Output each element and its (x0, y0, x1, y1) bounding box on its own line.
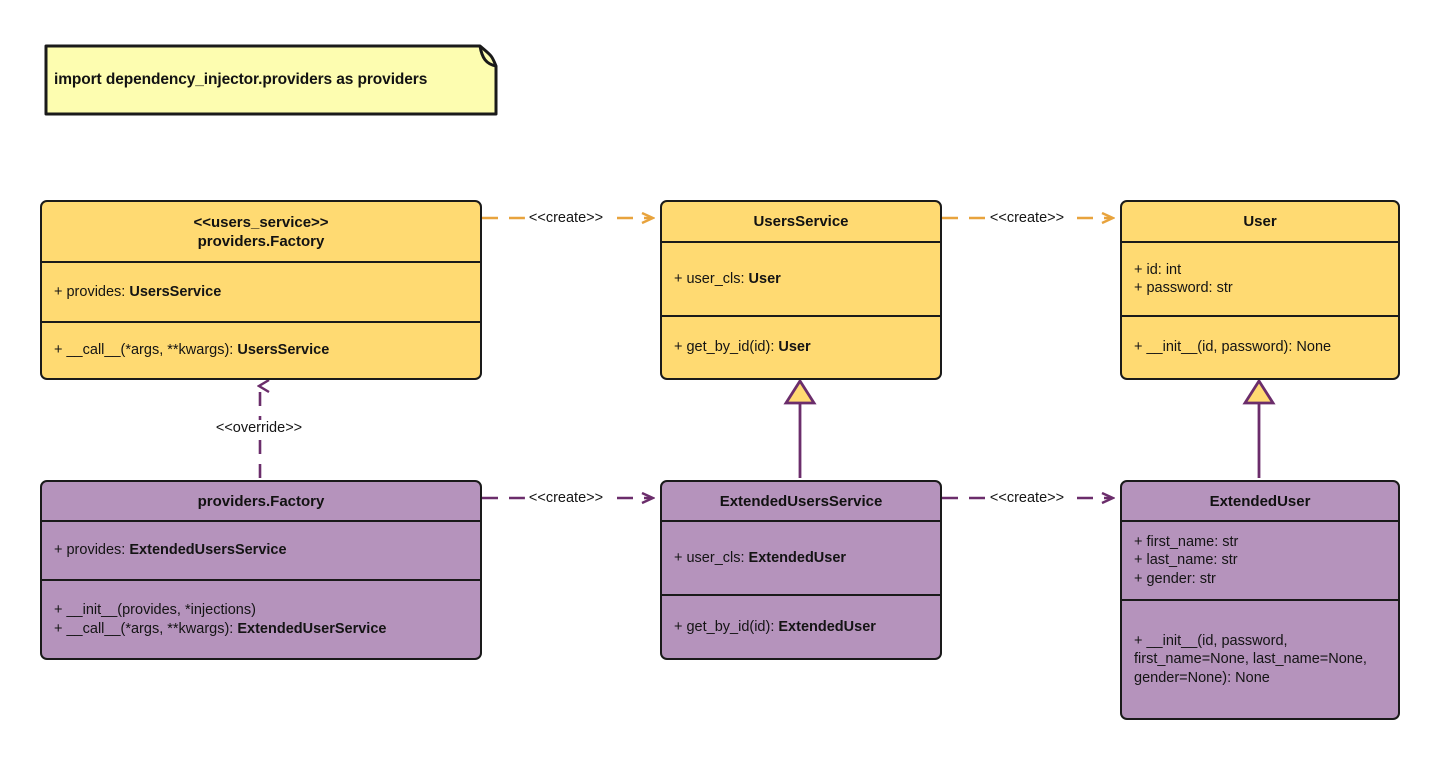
method-row: + get_by_id(id): ExtendedUser (674, 618, 928, 637)
attribute-type: UsersService (129, 283, 222, 300)
class-users-service-factory[interactable]: <<users_service>> providers.Factory + pr… (40, 200, 482, 380)
attribute-type: ExtendedUsersService (129, 542, 287, 559)
class-name: ExtendedUser (1209, 492, 1311, 510)
class-header: <<users_service>> providers.Factory (42, 202, 480, 261)
note-text: import dependency_injector.providers as … (54, 71, 428, 88)
class-header: User (1122, 202, 1398, 241)
attribute-text: + provides: (54, 283, 130, 300)
class-extended-user[interactable]: ExtendedUser + first_name: str + last_na… (1120, 480, 1400, 720)
edge-generalization-user (1242, 378, 1276, 478)
attribute-row: + provides: ExtendedUsersService (54, 541, 468, 560)
attribute-type: ExtendedUser (748, 549, 847, 566)
class-extended-users-service[interactable]: ExtendedUsersService + user_cls: Extende… (660, 480, 942, 660)
class-attributes: + provides: ExtendedUsersService (42, 520, 480, 579)
method-row: + __call__(*args, **kwargs): UsersServic… (54, 341, 468, 360)
class-methods: + __init__(id, password, first_name=None… (1122, 599, 1398, 718)
class-stereotype: <<users_service>> (193, 213, 329, 231)
class-attributes: + first_name: str + last_name: str + gen… (1122, 520, 1398, 599)
attribute-row: + last_name: str (1134, 552, 1238, 569)
class-name: providers.Factory (197, 492, 325, 510)
attribute-type: User (748, 270, 781, 287)
method-row: + __init__(provides, *injections) (54, 602, 256, 618)
method-row: + __init__(id, password): None (1134, 339, 1332, 356)
class-header: providers.Factory (42, 482, 480, 520)
edge-label-create-bottom-right: <<create>> (985, 490, 1069, 506)
edge-label-override: <<override>> (211, 420, 307, 436)
attribute-text: + user_cls: (674, 270, 749, 287)
class-users-service[interactable]: UsersService + user_cls: User + get_by_i… (660, 200, 942, 380)
edge-label-create-top-left: <<create>> (524, 210, 608, 226)
class-header: ExtendedUser (1122, 482, 1398, 520)
method-row: + __init__(id, password, first_name=None… (1134, 632, 1367, 686)
note-shape (44, 44, 498, 116)
class-methods: + get_by_id(id): User (662, 315, 940, 378)
class-header: UsersService (662, 202, 940, 241)
class-name: providers.Factory (197, 232, 325, 250)
class-methods: + get_by_id(id): ExtendedUser (662, 594, 940, 658)
class-user[interactable]: User + id: int + password: str + __init_… (1120, 200, 1400, 380)
class-attributes: + user_cls: User (662, 241, 940, 315)
class-name: ExtendedUsersService (719, 492, 883, 510)
attribute-row: + gender: str (1134, 570, 1216, 587)
method-type: ExtendedUserService (237, 620, 387, 637)
class-attributes: + user_cls: ExtendedUser (662, 520, 940, 594)
class-attributes: + provides: UsersService (42, 261, 480, 321)
method-row: + get_by_id(id): User (674, 338, 928, 357)
attribute-text: + user_cls: (674, 549, 749, 566)
method-type: User (778, 339, 811, 356)
note-import: import dependency_injector.providers as … (40, 40, 502, 120)
attribute-row: + provides: UsersService (54, 283, 468, 302)
method-text: + __call__(*args, **kwargs): (54, 620, 238, 637)
class-name: User (1243, 213, 1277, 230)
attribute-row: + first_name: str (1134, 533, 1239, 550)
edge-label-create-top-right: <<create>> (985, 210, 1069, 226)
method-type: UsersService (237, 342, 330, 359)
method-row: + __call__(*args, **kwargs): ExtendedUse… (54, 620, 468, 639)
class-methods: + __call__(*args, **kwargs): UsersServic… (42, 321, 480, 378)
attribute-row: + id: int (1134, 261, 1182, 278)
class-attributes: + id: int + password: str (1122, 241, 1398, 315)
class-providers-factory[interactable]: providers.Factory + provides: ExtendedUs… (40, 480, 482, 660)
attribute-row: + user_cls: User (674, 270, 928, 289)
class-methods: + __init__(id, password): None (1122, 315, 1398, 378)
class-header: ExtendedUsersService (662, 482, 940, 520)
class-name: UsersService (753, 213, 849, 230)
attribute-row: + password: str (1134, 280, 1233, 296)
method-text: + __call__(*args, **kwargs): (54, 342, 238, 359)
edge-generalization-service (783, 378, 817, 478)
attribute-text: + provides: (54, 542, 130, 559)
class-methods: + __init__(provides, *injections) + __ca… (42, 579, 480, 658)
method-text: + get_by_id(id): (674, 339, 779, 356)
edge-label-create-bottom-left: <<create>> (524, 490, 608, 506)
method-text: + get_by_id(id): (674, 618, 779, 635)
method-type: ExtendedUser (778, 618, 876, 635)
attribute-row: + user_cls: ExtendedUser (674, 549, 928, 568)
